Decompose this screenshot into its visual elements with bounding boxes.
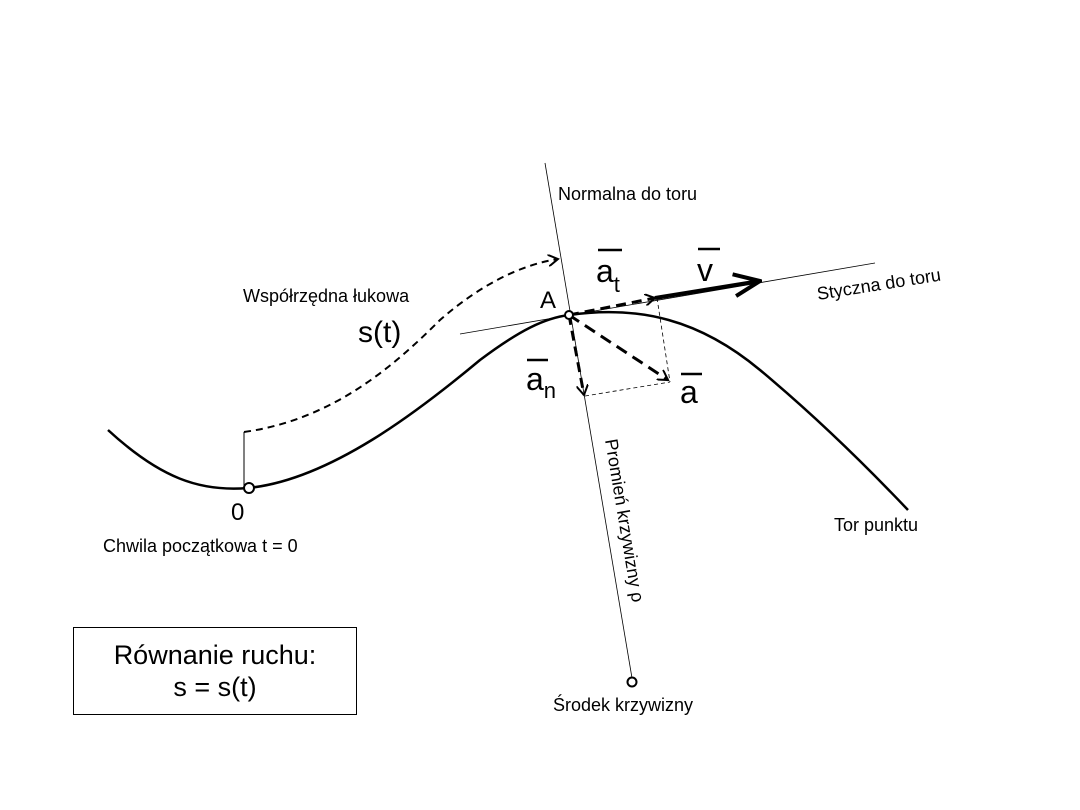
curvature-center-label: Środek krzywizny	[553, 694, 693, 715]
parallelogram-side	[584, 381, 671, 397]
origin-point	[243, 482, 255, 494]
point-a-label: A	[540, 287, 556, 314]
s-of-t-label: s(t)	[358, 316, 401, 349]
trajectory-curve	[107, 310, 909, 511]
equation-box: Równanie ruchu: s = s(t)	[73, 627, 357, 715]
equation-title: Równanie ruchu:	[113, 640, 317, 670]
acceleration-vector	[568, 313, 668, 382]
path-label: Tor punktu	[834, 515, 918, 535]
point-a	[564, 310, 574, 320]
normal-label: Normalna do toru	[558, 184, 697, 204]
arc-coordinate-label: Współrzędna łukowa	[243, 286, 410, 306]
tangent-label: Styczna do toru	[815, 265, 942, 304]
radius-label: Promień krzywizny ρ	[601, 437, 648, 603]
a-label: a	[680, 374, 698, 410]
v-label: v	[697, 252, 713, 288]
tangent-line	[459, 262, 876, 335]
tangential-acceleration-vector	[568, 298, 655, 317]
a-t-label: at	[596, 253, 620, 297]
normal-line	[544, 162, 633, 679]
equation-formula: s = s(t)	[173, 672, 257, 702]
origin-label: 0	[231, 499, 244, 526]
initial-time-label: Chwila początkowa t = 0	[103, 536, 298, 556]
parallelogram-side	[656, 297, 671, 383]
normal-acceleration-vector	[567, 314, 584, 395]
curvature-center-point	[626, 676, 638, 688]
a-n-label: an	[526, 361, 556, 403]
velocity-vector	[654, 281, 760, 300]
arc-coordinate-arrow	[243, 259, 558, 433]
